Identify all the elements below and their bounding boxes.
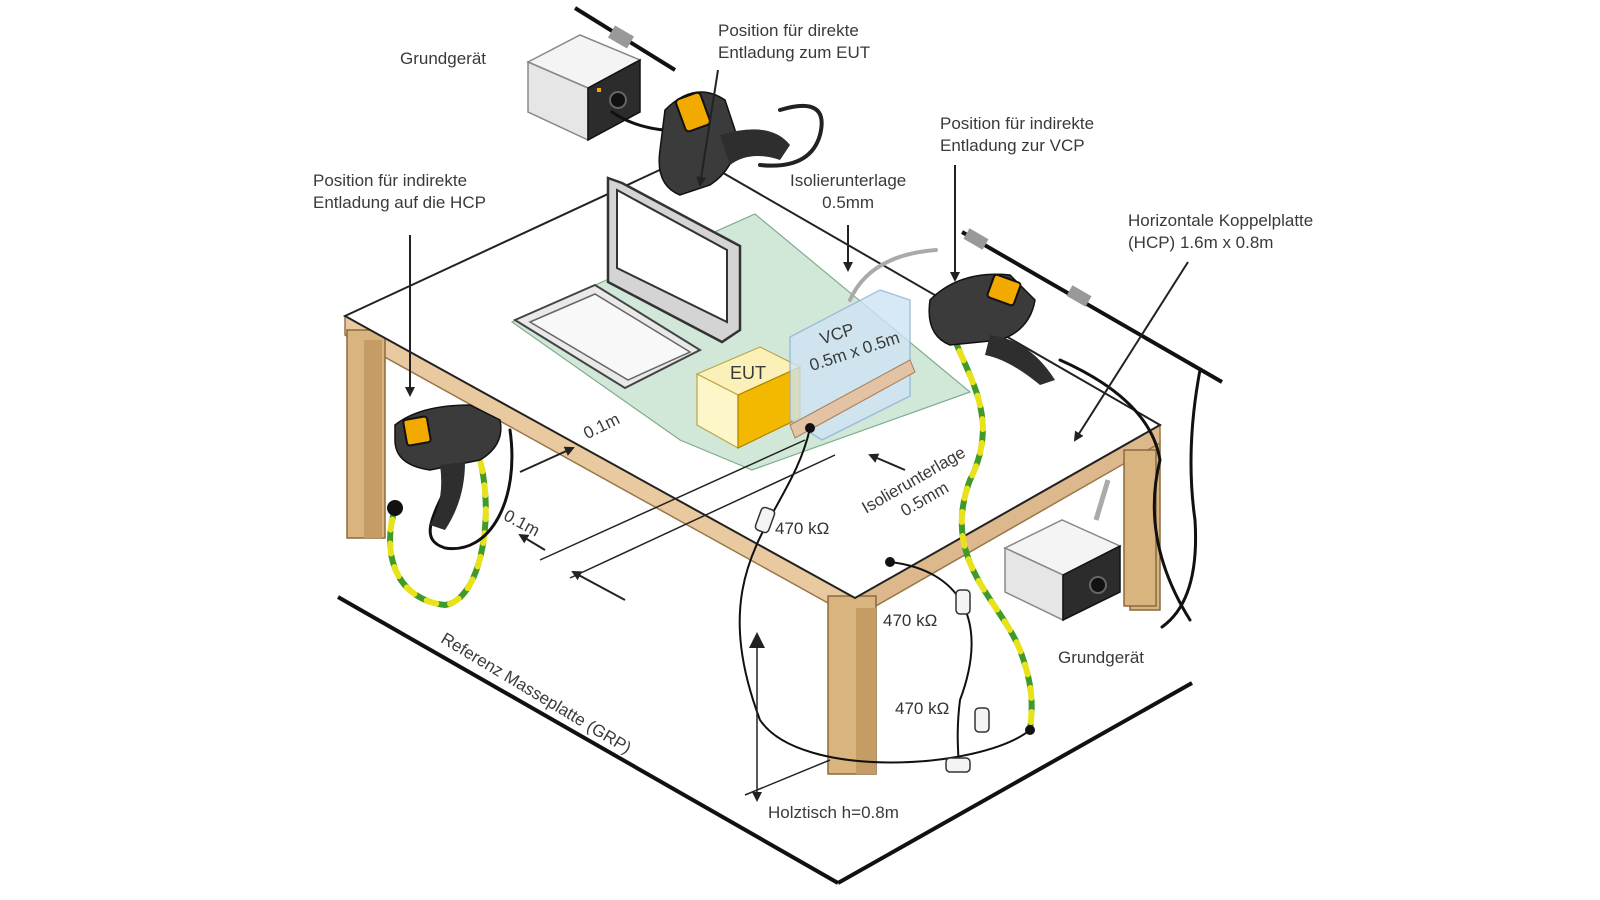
label-indirect-discharge-vcp-line1: Position für indirekte xyxy=(940,114,1095,133)
resistors xyxy=(754,506,990,773)
cable-terminal-vcp xyxy=(805,423,815,433)
label-resistor-2: 470 kΩ xyxy=(883,611,938,630)
cable-terminal-hcp xyxy=(885,557,895,567)
vcp-panel xyxy=(789,289,916,441)
base-unit-right xyxy=(1003,479,1122,622)
esd-gun-direct xyxy=(658,91,790,196)
label-insulating-mat-top: Isolierunterlage 0.5mm xyxy=(790,170,906,214)
label-indirect-discharge-vcp: Position für indirekte Entladung zur VCP xyxy=(940,113,1094,157)
label-hcp-line2: (HCP) 1.6m x 0.8m xyxy=(1128,233,1274,252)
label-wooden-table-height: Holztisch h=0.8m xyxy=(768,803,899,822)
label-insulating-mat-top-line1: Isolierunterlage xyxy=(790,171,907,190)
laptop xyxy=(512,176,742,390)
label-base-unit-right: Grundgerät xyxy=(1058,648,1144,667)
esd-gun-vcp xyxy=(928,273,1055,385)
height-arrow-top xyxy=(749,632,765,648)
label-eut: EUT xyxy=(730,363,766,383)
ground-reference-plane xyxy=(337,595,1193,885)
label-indirect-discharge-hcp-line2: Entladung auf die HCP xyxy=(313,193,486,212)
label-base-unit-top: Grundgerät xyxy=(400,49,486,68)
label-indirect-discharge-vcp-line2: Entladung zur VCP xyxy=(940,136,1085,155)
label-direct-discharge-eut-line1: Position für direkte xyxy=(718,21,859,40)
annotation-arrows xyxy=(405,69,1189,601)
label-indirect-discharge-hcp: Position für indirekte Entladung auf die… xyxy=(313,170,486,214)
cable-terminal-ground xyxy=(1025,725,1035,735)
ground-clip-left xyxy=(387,500,403,516)
label-hcp-line1: Horizontale Koppelplatte xyxy=(1128,211,1314,230)
label-resistor-3: 470 kΩ xyxy=(895,699,950,718)
base-unit-top xyxy=(526,6,677,142)
label-direct-discharge-eut-line2: Entladung zum EUT xyxy=(718,43,871,62)
label-resistor-1: 470 kΩ xyxy=(775,519,830,538)
label-indirect-discharge-hcp-line1: Position für indirekte xyxy=(313,171,468,190)
label-hcp: Horizontale Koppelplatte (HCP) 1.6m x 0.… xyxy=(1128,210,1313,254)
dimension-lines xyxy=(539,439,836,802)
label-insulating-mat-top-line2: 0.5mm xyxy=(822,193,875,212)
label-direct-discharge-eut: Position für direkte Entladung zum EUT xyxy=(718,20,870,64)
right-cable-rail xyxy=(961,228,1223,384)
esd-gun-hcp xyxy=(394,404,502,530)
